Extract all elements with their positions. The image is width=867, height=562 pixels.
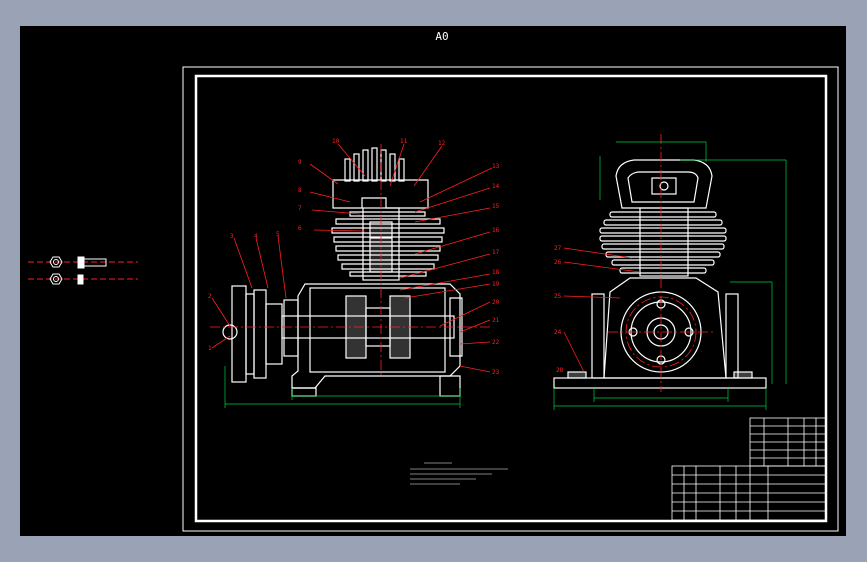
callout-label: 9 bbox=[298, 159, 302, 166]
callout-label: 3 bbox=[230, 233, 234, 240]
callout-label: 18 bbox=[492, 269, 500, 276]
callout-label: 16 bbox=[492, 227, 500, 234]
callout-label: 21 bbox=[492, 317, 500, 324]
callout-label: 14 bbox=[492, 183, 500, 190]
callout-label: 7 bbox=[298, 205, 302, 212]
callout-label: 20 bbox=[492, 299, 500, 306]
callout-label: 6 bbox=[298, 225, 302, 232]
callout-label: 19 bbox=[492, 281, 500, 288]
side-leaders bbox=[563, 247, 641, 373]
callout-label: 22 bbox=[492, 339, 500, 346]
callout-label: 1 bbox=[208, 345, 212, 352]
section-callout-labels: 1 2 3 4 5 6 7 8 9 10 11 12 13 14 15 16 1… bbox=[208, 138, 500, 376]
callout-label: 23 bbox=[492, 369, 500, 376]
side-dimensions bbox=[553, 141, 787, 410]
section-leaders bbox=[211, 143, 493, 373]
engine-assembly-drawing: 1 2 3 4 5 6 7 8 9 10 11 12 13 14 15 16 1… bbox=[28, 66, 839, 532]
head-fins bbox=[344, 147, 405, 182]
side-view bbox=[553, 159, 767, 389]
callout-label: 8 bbox=[298, 187, 302, 194]
callout-label: 28 bbox=[556, 367, 564, 374]
side-centerlines bbox=[608, 134, 716, 392]
section-dimensions bbox=[224, 366, 461, 408]
callout-label: 11 bbox=[400, 138, 408, 145]
cad-viewport[interactable]: A0 bbox=[20, 26, 846, 536]
callout-label: 4 bbox=[254, 233, 258, 240]
title-block bbox=[671, 417, 827, 521]
callout-label: 13 bbox=[492, 163, 500, 170]
sheet-size-label: A0 bbox=[435, 30, 449, 43]
fastener-detail bbox=[28, 256, 138, 285]
side-callout-labels: 24 25 26 27 28 bbox=[554, 245, 564, 374]
sheet-border bbox=[182, 66, 839, 532]
callout-label: 26 bbox=[554, 259, 562, 266]
callout-label: 12 bbox=[438, 140, 446, 147]
callout-label: 2 bbox=[208, 293, 212, 300]
callout-label: 17 bbox=[492, 249, 500, 256]
side-fins bbox=[599, 211, 727, 274]
section-centerlines bbox=[210, 144, 490, 378]
callout-label: 5 bbox=[276, 231, 280, 238]
technical-notes bbox=[410, 462, 508, 485]
callout-label: 24 bbox=[554, 329, 562, 336]
callout-label: 15 bbox=[492, 203, 500, 210]
callout-label: 10 bbox=[332, 138, 340, 145]
callout-label: 27 bbox=[554, 245, 562, 252]
section-view bbox=[222, 147, 463, 397]
callout-label: 25 bbox=[554, 293, 562, 300]
